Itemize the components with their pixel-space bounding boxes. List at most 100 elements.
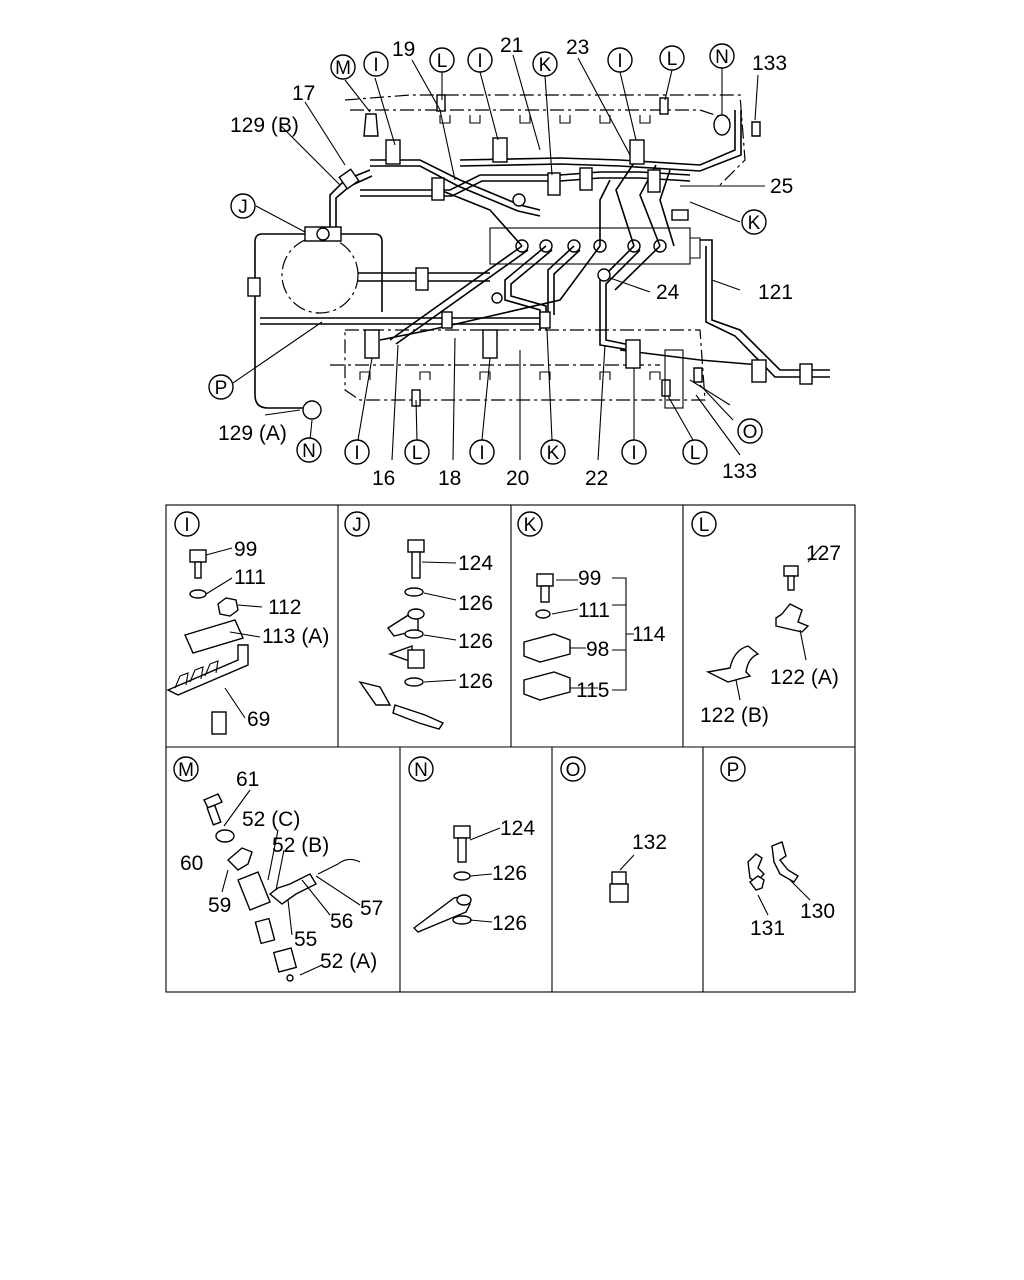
detail-panel-J: J 124 126 126 126 [344, 511, 493, 730]
svg-text:K: K [539, 55, 552, 76]
svg-text:131: 131 [750, 917, 785, 940]
svg-text:J: J [238, 197, 248, 218]
svg-text:I: I [631, 443, 636, 464]
marker-L-bottom-1: L [404, 439, 430, 465]
svg-text:I: I [617, 51, 622, 72]
svg-text:130: 130 [800, 900, 835, 923]
svg-text:114: 114 [632, 623, 666, 646]
marker-J: J [230, 193, 256, 219]
svg-text:I: I [354, 443, 359, 464]
svg-text:I: I [477, 51, 482, 72]
leader-lines [229, 54, 765, 461]
svg-text:L: L [667, 49, 678, 70]
svg-text:L: L [437, 51, 448, 72]
label-20: 20 [506, 467, 529, 490]
detail-panel-P: P 131 130 [720, 756, 835, 940]
svg-text:124: 124 [500, 817, 535, 840]
label-129a: 129 (A) [218, 422, 287, 445]
detail-panel-K: K 99 111 98 115 114 [517, 511, 666, 702]
label-133-bottom: 133 [722, 460, 757, 483]
svg-text:K: K [748, 213, 761, 234]
marker-I-top-2: I [467, 47, 493, 73]
marker-L-top-2: L [659, 45, 685, 71]
svg-text:124: 124 [458, 552, 493, 575]
svg-text:126: 126 [492, 912, 527, 935]
svg-text:L: L [699, 515, 710, 536]
svg-text:K: K [524, 515, 537, 536]
marker-P: P [208, 374, 234, 400]
marker-O: O [737, 418, 763, 444]
marker-L-bottom-2: L [682, 439, 708, 465]
svg-text:69: 69 [247, 708, 270, 731]
label-19: 19 [392, 38, 415, 61]
detail-panel-M: M 61 60 52 (C) 52 (B) 59 55 56 57 52 (A) [173, 756, 383, 982]
detail-panel-I: I 99 111 112 113 (A) 69 [166, 511, 329, 735]
marker-I-bottom-2: I [469, 439, 495, 465]
svg-text:126: 126 [458, 592, 493, 615]
marker-K-bottom: K [540, 439, 566, 465]
svg-text:112: 112 [268, 596, 301, 619]
marker-N-top: N [709, 43, 735, 69]
svg-text:60: 60 [180, 852, 203, 875]
svg-text:126: 126 [458, 630, 493, 653]
svg-text:N: N [715, 47, 729, 68]
svg-text:126: 126 [492, 862, 527, 885]
svg-text:122 (B): 122 (B) [700, 704, 769, 727]
label-121: 121 [758, 281, 793, 304]
label-25: 25 [770, 175, 793, 198]
svg-text:M: M [178, 760, 194, 781]
svg-text:59: 59 [208, 894, 231, 917]
svg-text:99: 99 [234, 538, 257, 561]
svg-text:115: 115 [576, 679, 609, 702]
marker-K-top-1: K [532, 51, 558, 77]
marker-L-top-1: L [429, 47, 455, 73]
svg-text:132: 132 [632, 831, 667, 854]
svg-text:57: 57 [360, 897, 383, 920]
label-129b: 129 (B) [230, 114, 299, 137]
detail-panel-N: N 124 126 126 [408, 756, 535, 935]
svg-text:111: 111 [578, 599, 610, 622]
svg-text:52 (C): 52 (C) [242, 808, 300, 831]
svg-text:113 (A): 113 (A) [262, 625, 329, 648]
marker-N-bottom: N [296, 437, 322, 463]
main-part-labels: 133 17 129 (B) 19 21 23 25 121 24 129 (A… [218, 34, 793, 490]
svg-text:O: O [743, 422, 758, 443]
svg-text:127: 127 [806, 542, 841, 565]
marker-I-top-3: I [607, 47, 633, 73]
marker-I-bottom-1: I [344, 439, 370, 465]
marker-I-bottom-3: I [621, 439, 647, 465]
label-24: 24 [656, 281, 680, 304]
svg-text:56: 56 [330, 910, 353, 933]
svg-text:I: I [184, 515, 189, 536]
svg-text:52 (B): 52 (B) [272, 834, 329, 857]
detail-panel-O: O 132 [560, 756, 667, 903]
svg-text:55: 55 [294, 928, 317, 951]
svg-text:99: 99 [578, 567, 601, 590]
svg-text:K: K [547, 443, 560, 464]
svg-text:98: 98 [586, 638, 609, 661]
label-22: 22 [585, 467, 608, 490]
svg-text:N: N [414, 760, 428, 781]
svg-text:52 (A): 52 (A) [320, 950, 377, 973]
svg-text:O: O [566, 760, 581, 781]
detail-grid [165, 504, 856, 993]
svg-text:122 (A): 122 (A) [770, 666, 839, 689]
marker-I-top-1: I [363, 51, 389, 77]
label-18: 18 [438, 467, 461, 490]
svg-text:P: P [727, 760, 740, 781]
svg-text:126: 126 [458, 670, 493, 693]
svg-text:61: 61 [236, 768, 259, 791]
detail-panel-L: L 127 122 (A) 122 (B) [691, 511, 841, 727]
marker-K-right: K [741, 209, 767, 235]
svg-text:L: L [690, 443, 701, 464]
label-21: 21 [500, 34, 523, 57]
svg-text:P: P [215, 378, 228, 399]
svg-text:111: 111 [234, 566, 266, 589]
svg-text:I: I [479, 443, 484, 464]
marker-M-top: M [330, 54, 356, 80]
label-16: 16 [372, 467, 395, 490]
svg-text:J: J [352, 515, 362, 536]
svg-text:N: N [302, 441, 316, 462]
svg-text:M: M [335, 58, 351, 79]
